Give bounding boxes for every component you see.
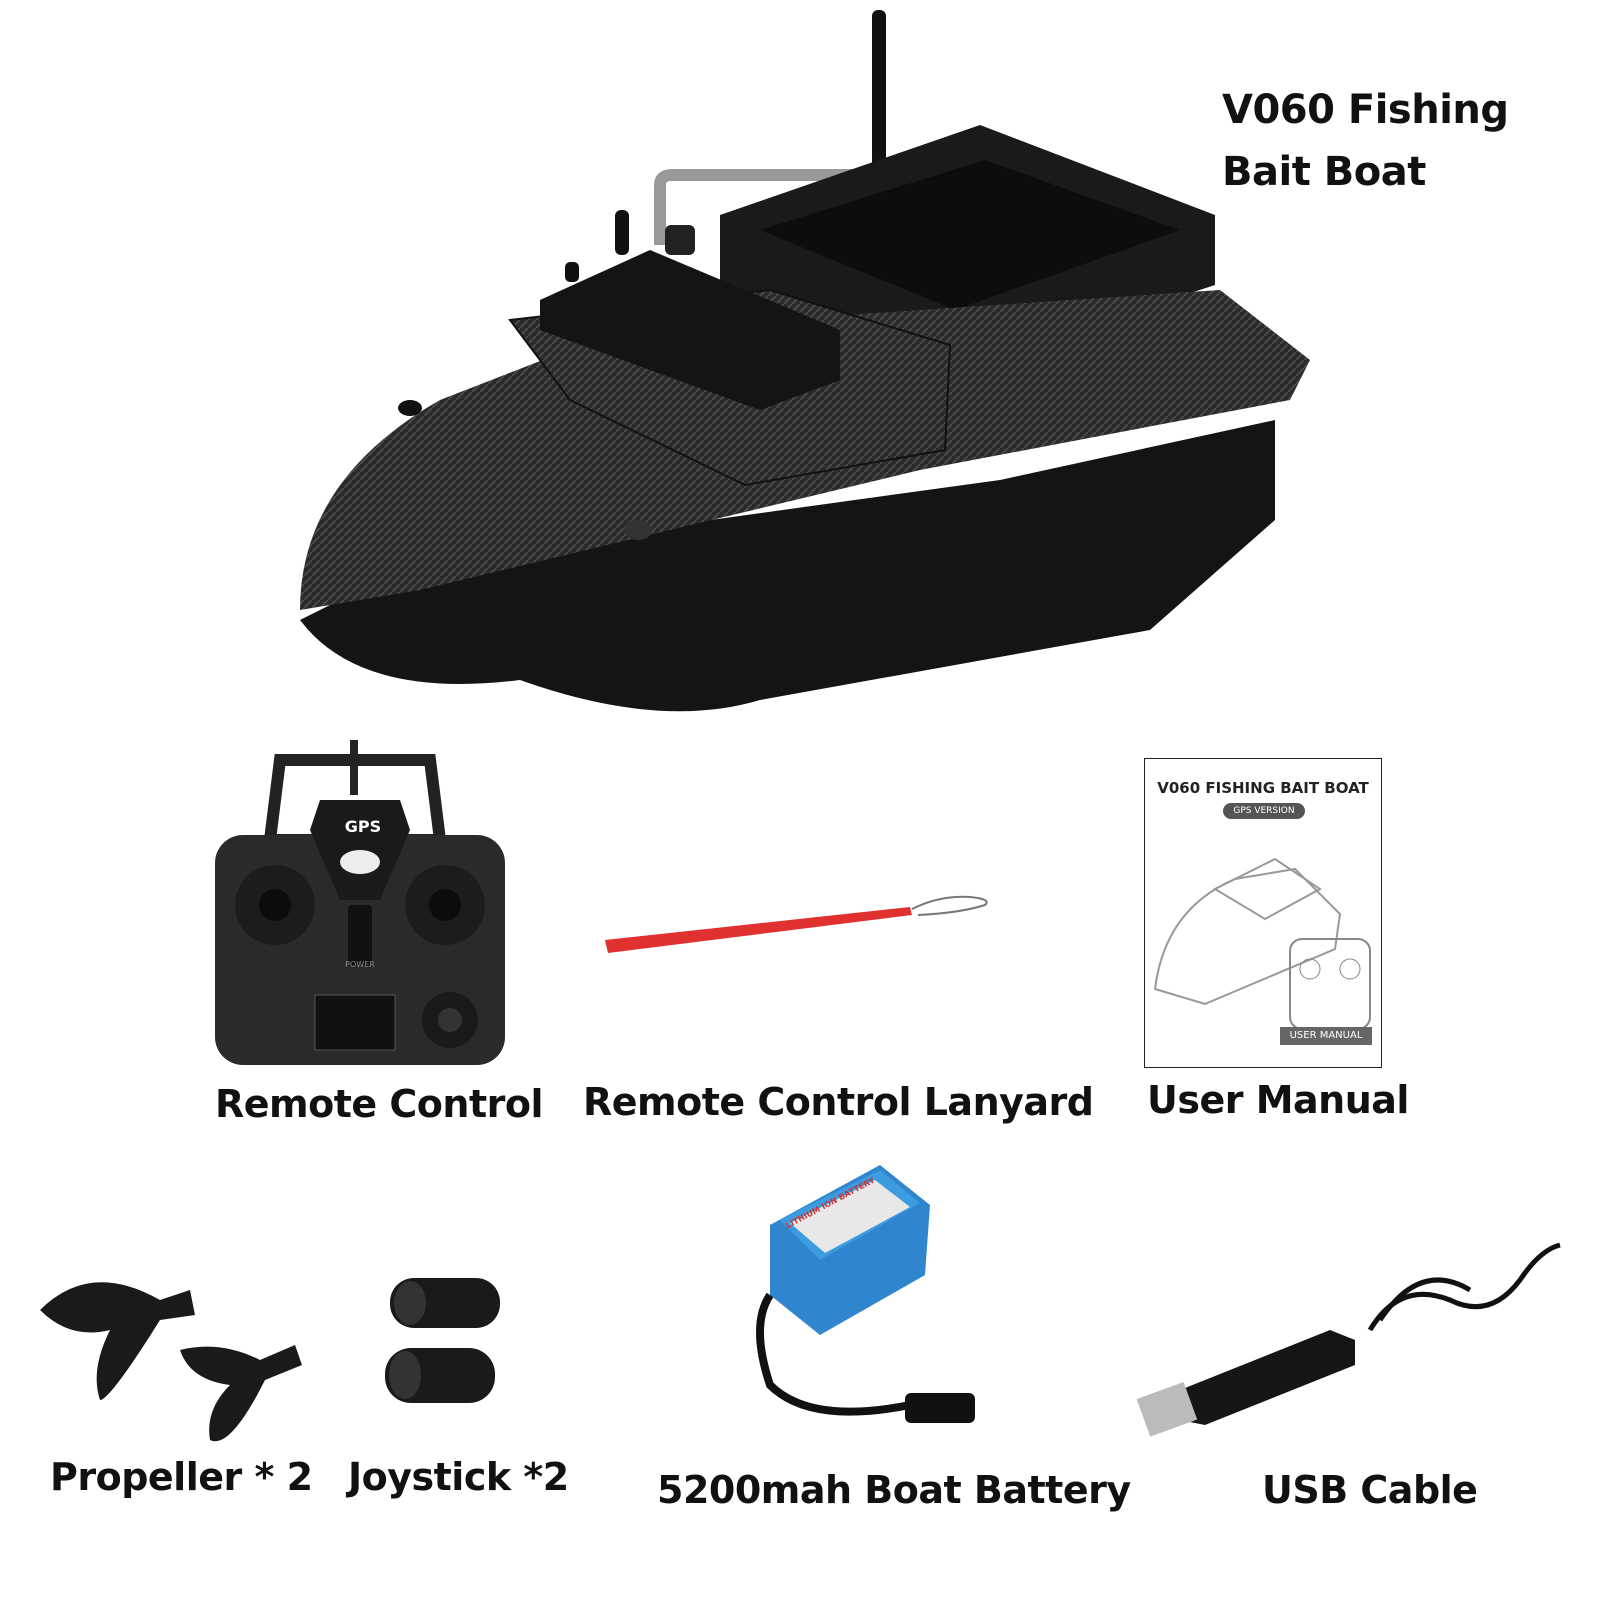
manual-footer-badge: USER MANUAL <box>1280 1027 1372 1045</box>
remote-control-label: Remote Control <box>215 1082 544 1126</box>
lanyard-label: Remote Control Lanyard <box>583 1080 1094 1124</box>
remote-gps-badge: GPS <box>344 817 382 836</box>
manual-boat-sketch <box>1153 857 1371 1030</box>
usb-cable-label: USB Cable <box>1262 1468 1478 1512</box>
user-manual-image: V060 FISHING BAIT BOAT GPS VERSION USER … <box>1144 758 1382 1068</box>
battery-image <box>756 1165 975 1423</box>
battery-label: 5200mah Boat Battery <box>657 1468 1131 1512</box>
product-title-line2: Bait Boat <box>1222 149 1426 195</box>
joystick-image <box>385 1278 500 1403</box>
manual-heading: V060 FISHING BAIT BOAT <box>1157 779 1369 797</box>
remote-control-image <box>215 740 505 1065</box>
bait-boat-image <box>300 10 1310 712</box>
propeller-image <box>40 1282 302 1442</box>
lanyard-image <box>605 895 988 953</box>
manual-version-badge: GPS VERSION <box>1223 803 1305 819</box>
joystick-label: Joystick *2 <box>348 1455 569 1499</box>
propeller-label: Propeller * 2 <box>50 1455 313 1499</box>
product-title-line1: V060 Fishing <box>1222 87 1509 133</box>
user-manual-label: User Manual <box>1147 1078 1409 1122</box>
remote-power-label: POWER <box>345 960 375 969</box>
usb-cable-image <box>1136 1242 1561 1437</box>
